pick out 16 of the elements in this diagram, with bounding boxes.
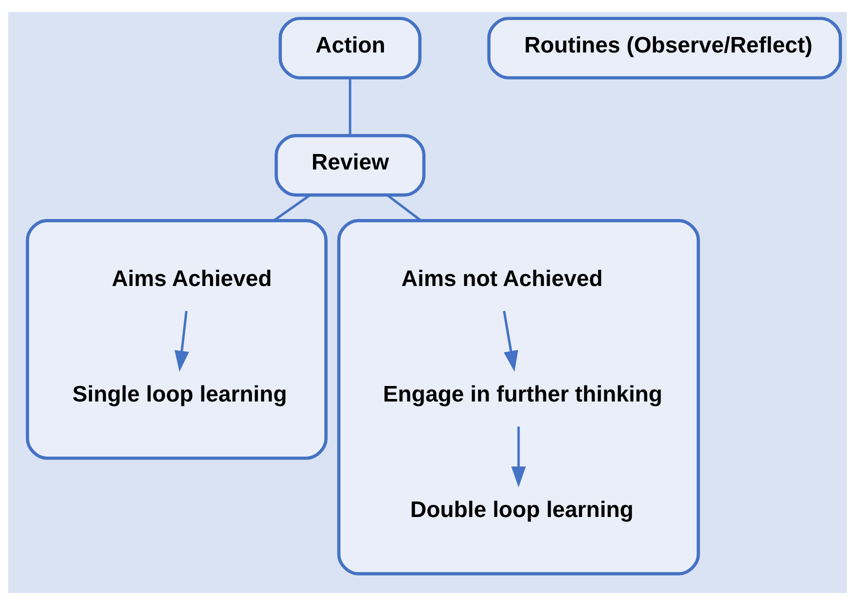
cluster	[26, 219, 328, 460]
node-text: Double loop learning	[410, 497, 634, 522]
connector	[387, 194, 422, 222]
arrow	[174, 310, 190, 372]
node-box: Action	[278, 16, 422, 80]
node-text: Engage in further thinking	[382, 382, 662, 407]
node-text: Single loop learning	[72, 382, 287, 407]
cluster	[337, 219, 700, 576]
arrow	[511, 426, 526, 488]
arrow	[502, 310, 518, 372]
node-text: Aims Achieved	[112, 266, 272, 291]
connector	[348, 78, 352, 136]
connector	[273, 194, 311, 222]
node-box: Review	[274, 134, 426, 197]
node-box: Routines (Observe/Reflect)	[487, 16, 842, 80]
node-text: Aims not Achieved	[401, 266, 603, 291]
